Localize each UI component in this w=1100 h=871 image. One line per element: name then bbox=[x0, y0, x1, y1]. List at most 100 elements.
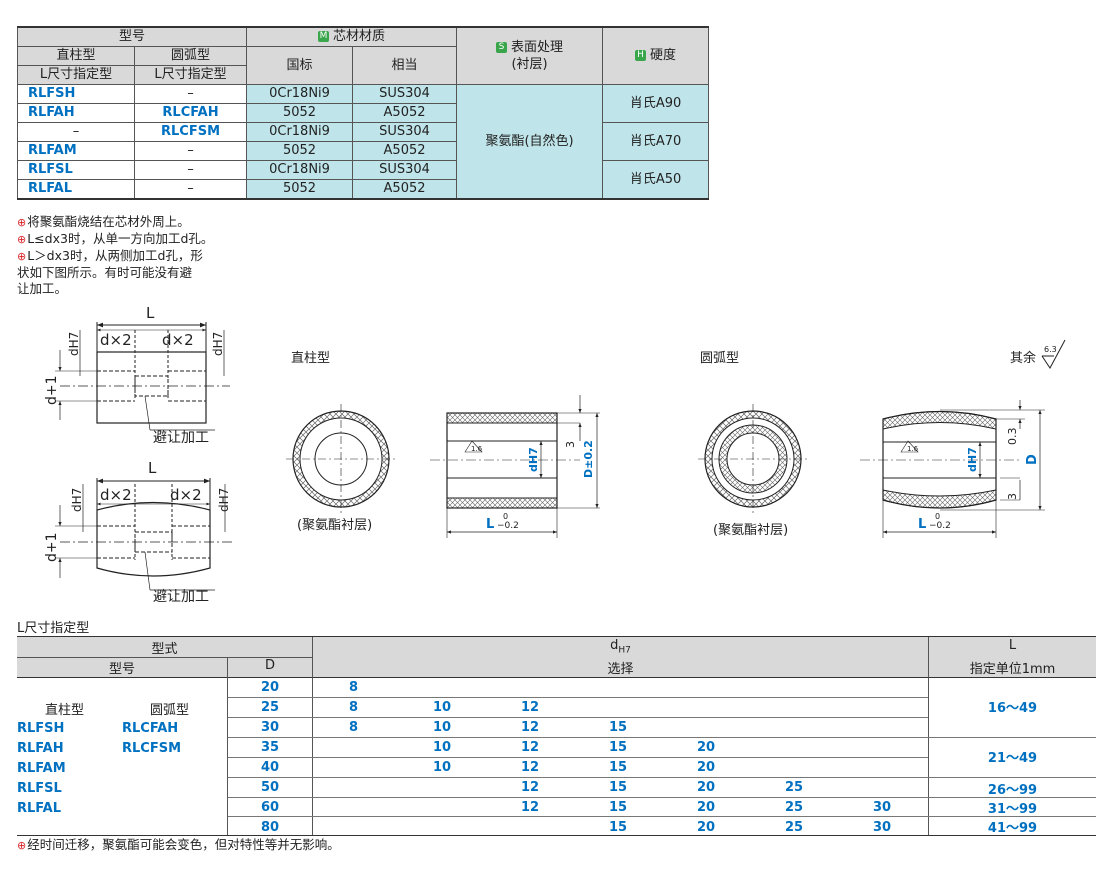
table-cell: RLCFAH bbox=[133, 103, 248, 123]
dim-L-lower: −0.2 bbox=[929, 521, 951, 531]
hardness-mark-icon: H bbox=[635, 50, 647, 61]
d-value: 20 bbox=[697, 740, 716, 755]
model-item: RLFAH bbox=[17, 741, 64, 756]
d-value: 30 bbox=[873, 800, 892, 815]
d-value: 12 bbox=[521, 800, 540, 815]
divider bbox=[928, 637, 929, 835]
table-cell: SUS304 bbox=[352, 122, 458, 142]
model-item: RLFSL bbox=[17, 781, 62, 796]
d-value: 15 bbox=[609, 820, 628, 835]
D-value: 80 bbox=[260, 820, 280, 835]
note-item: ⊕将聚氨酯烧结在芯材外周上。 bbox=[17, 214, 190, 229]
model-header: 型号 bbox=[16, 26, 248, 47]
core-mark-icon: M bbox=[318, 31, 330, 42]
dx2-label: d×2 bbox=[100, 486, 132, 504]
relief-label: 避让加工 bbox=[153, 589, 209, 605]
table-cell: 5052 bbox=[246, 141, 354, 161]
d-value: 15 bbox=[609, 780, 628, 795]
L-range: 41～99 bbox=[987, 821, 1038, 836]
dim-3: 3 bbox=[564, 441, 577, 448]
divider bbox=[228, 757, 928, 758]
dim-dH7: dH7 bbox=[966, 447, 979, 472]
type-arc-label: 圆弧型 bbox=[150, 703, 190, 718]
table-cell: SUS304 bbox=[352, 84, 458, 104]
gb-header: 国标 bbox=[246, 46, 354, 85]
arc-relief-drawing bbox=[55, 478, 235, 591]
d-value: 25 bbox=[785, 820, 804, 835]
lspec-header-1: L尺寸指定型 bbox=[17, 65, 135, 85]
relief-label: 避让加工 bbox=[153, 430, 209, 446]
dH7-label: dH7 bbox=[217, 488, 231, 512]
d-value: 10 bbox=[433, 760, 452, 775]
lspec-header-2: L尺寸指定型 bbox=[133, 65, 248, 85]
dim-dH7: dH7 bbox=[527, 447, 540, 472]
divider bbox=[227, 657, 228, 835]
table-cell: 5052 bbox=[246, 179, 354, 200]
D-value: 30 bbox=[260, 720, 280, 735]
D-value: 20 bbox=[260, 680, 280, 695]
dx2-label: d×2 bbox=[170, 486, 202, 504]
D-value: 50 bbox=[260, 780, 280, 795]
warning-icon: ⊕ bbox=[17, 839, 27, 852]
divider bbox=[228, 717, 928, 718]
table-cell: 0Cr18Ni9 bbox=[246, 84, 354, 104]
divider bbox=[228, 777, 1096, 778]
table-cell: 0Cr18Ni9 bbox=[246, 122, 354, 142]
d-value: 15 bbox=[609, 720, 628, 735]
surface-value: 聚氨酯(自然色) bbox=[456, 84, 604, 200]
d-header: dH7 bbox=[610, 638, 631, 656]
dim-L-upper: 0 bbox=[503, 512, 508, 521]
arc-model-list: RLCFAH RLCFSM bbox=[122, 719, 181, 759]
dH7-label: dH7 bbox=[70, 488, 84, 512]
arc-title: 圆弧型 bbox=[700, 351, 739, 366]
header-bg bbox=[17, 637, 312, 657]
divider bbox=[17, 677, 1096, 678]
divider bbox=[228, 697, 928, 698]
d-value: 10 bbox=[433, 740, 452, 755]
table-bottom-rule bbox=[17, 835, 1096, 836]
model-header: 型号 bbox=[108, 662, 135, 677]
lining-label: (聚氨酯衬层) bbox=[297, 518, 372, 533]
roughness-inner: 1.6 bbox=[907, 445, 919, 453]
dx2-label: d×2 bbox=[100, 331, 132, 349]
table-cell: RLFAM bbox=[17, 141, 135, 161]
lining-label: (聚氨酯衬层) bbox=[713, 523, 788, 538]
table-cell: – bbox=[133, 84, 248, 104]
straight-section-view bbox=[430, 395, 600, 538]
notes: ⊕将聚氨酯烧结在芯材外周上。 ⊕L≤dx3时，从单一方向加工d孔。 ⊕L＞dx3… bbox=[17, 214, 277, 297]
table-cell: – bbox=[17, 122, 135, 142]
d-value: 10 bbox=[433, 720, 452, 735]
d-value: 12 bbox=[521, 740, 540, 755]
table-cell: – bbox=[133, 160, 248, 180]
dim-L-lower: −0.2 bbox=[497, 521, 519, 531]
note-item: ⊕L＞dx3时，从两侧加工d孔，形 bbox=[17, 248, 203, 263]
dim-D-tol: D±0.2 bbox=[582, 440, 595, 478]
d-value: 12 bbox=[521, 760, 540, 775]
arc-end-view bbox=[698, 404, 808, 514]
type-straight-label: 直柱型 bbox=[45, 703, 85, 718]
D-value: 40 bbox=[260, 760, 280, 775]
table-cell: – bbox=[133, 141, 248, 161]
divider bbox=[228, 816, 1096, 817]
note-item: ⊕L≤dx3时，从单一方向加工d孔。 bbox=[17, 231, 214, 246]
d-value: 8 bbox=[349, 680, 359, 695]
d-value: 20 bbox=[697, 800, 716, 815]
table-cell: A5052 bbox=[352, 179, 458, 200]
table-top-rule bbox=[17, 636, 1096, 637]
dim-L: L bbox=[486, 517, 494, 532]
d-value: 25 bbox=[785, 800, 804, 815]
table-cell: RLCFSM bbox=[133, 122, 248, 142]
dim-L-label: L bbox=[148, 459, 157, 477]
dim-D: D bbox=[1025, 454, 1040, 465]
table-cell: 5052 bbox=[246, 103, 354, 123]
D-value: 25 bbox=[260, 700, 280, 715]
dim-03: 0.3 bbox=[1006, 428, 1019, 446]
divider bbox=[228, 797, 1096, 798]
